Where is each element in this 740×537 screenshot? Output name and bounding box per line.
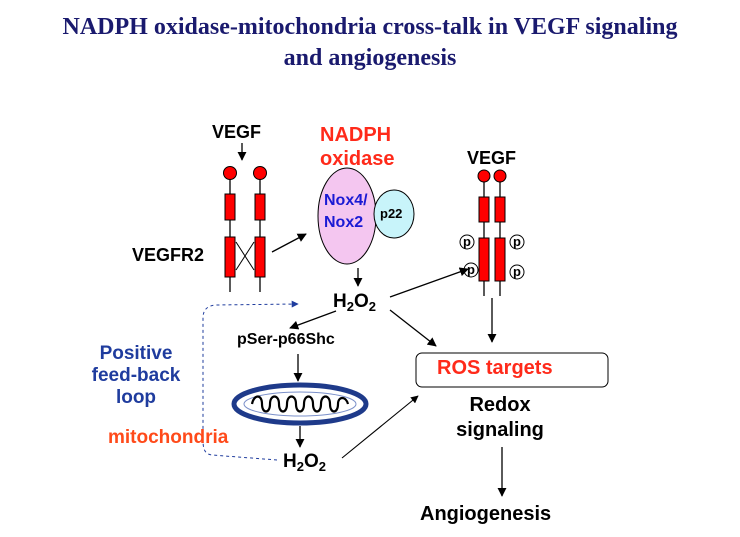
h2o2-mito-label: H2O2 bbox=[283, 451, 326, 474]
angiogenesis-label: Angiogenesis bbox=[420, 503, 552, 525]
phospho-p-3: p bbox=[467, 262, 475, 277]
mito-h2o2-to-ros-arrow bbox=[341, 395, 419, 459]
nadph-oxidase-label: NADPH oxidase bbox=[320, 123, 394, 171]
phospho-p-1: p bbox=[463, 234, 471, 249]
phospho-p-2: p bbox=[513, 234, 521, 249]
nox4-label: Nox4/ bbox=[324, 192, 368, 209]
h2o2-main-label: H2O2 bbox=[333, 291, 376, 314]
diagram-title: NADPH oxidase-mitochondria cross-talk in… bbox=[0, 12, 740, 74]
pser-p66shc-label: pSer-p66Shc bbox=[237, 331, 335, 348]
h2o2-mito-h: H bbox=[283, 451, 297, 472]
vegf-right-label: VEGF bbox=[467, 148, 517, 168]
p22-label: p22 bbox=[380, 206, 403, 221]
positive-feedback-label: Positive feed-back loop bbox=[78, 343, 194, 409]
vegf-left-label: VEGF bbox=[212, 122, 262, 142]
h2o2-mito-sub-2: 2 bbox=[318, 459, 326, 474]
mitochondria-label: mitochondria bbox=[108, 427, 229, 448]
h2o2-to-p66shc-arrow bbox=[289, 310, 337, 330]
h2o2-main-sub-1: 2 bbox=[346, 299, 354, 314]
nox2-label: Nox2 bbox=[324, 214, 364, 231]
title-line-2: and angiogenesis bbox=[283, 45, 457, 71]
positive-line-1: Positive bbox=[99, 343, 173, 364]
h2o2-main-o: O bbox=[353, 291, 369, 312]
positive-line-2: feed-back bbox=[91, 365, 181, 386]
vegfr2-label: VEGFR2 bbox=[132, 245, 205, 265]
h2o2-to-receptor-arrow bbox=[389, 267, 469, 298]
nadph-line-2: oxidase bbox=[320, 148, 395, 170]
redox-line-1: Redox bbox=[469, 394, 531, 416]
ros-targets-box bbox=[415, 352, 609, 388]
h2o2-mito-sub-1: 2 bbox=[296, 459, 304, 474]
h2o2-main-sub-2: 2 bbox=[368, 299, 376, 314]
vegfr2-receptor-right bbox=[477, 169, 507, 296]
mitochondrion bbox=[231, 382, 369, 426]
positive-line-3: loop bbox=[115, 387, 157, 408]
nadph-line-1: NADPH bbox=[320, 124, 392, 146]
p22-ellipse bbox=[373, 189, 415, 239]
redox-line-2: signaling bbox=[456, 419, 544, 441]
h2o2-mito-o: O bbox=[303, 451, 319, 472]
h2o2-to-ros-arrow bbox=[389, 309, 437, 347]
vegfr2-receptor-left bbox=[223, 166, 267, 292]
h2o2-main-h: H bbox=[333, 291, 347, 312]
phospho-sites: p p p p bbox=[459, 234, 525, 280]
ros-targets-label: ROS targets bbox=[437, 357, 553, 379]
receptor-to-nox-arrow bbox=[271, 233, 307, 253]
phospho-p-4: p bbox=[513, 264, 521, 279]
nox-label: Nox4/ Nox2 bbox=[324, 190, 368, 234]
redox-signaling-label: Redox signaling bbox=[440, 393, 560, 443]
title-line-1: NADPH oxidase-mitochondria cross-talk in… bbox=[62, 14, 678, 40]
feedback-loop-arrow bbox=[202, 300, 299, 461]
